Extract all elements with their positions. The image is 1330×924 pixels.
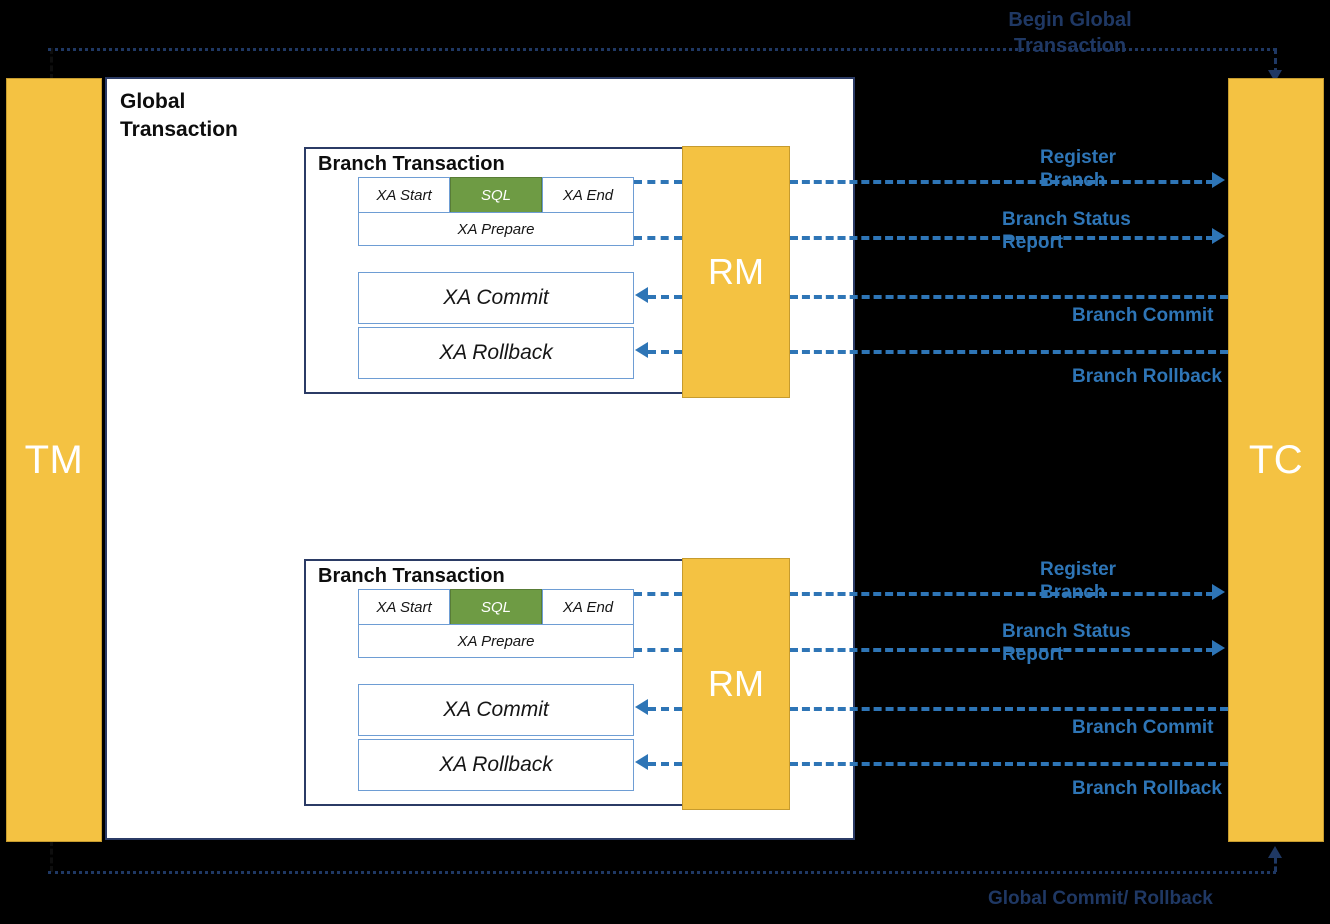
register-branch-label-2-line1: Register <box>1040 559 1117 580</box>
branch-status-label-2-line1: Branch Status <box>1002 621 1131 642</box>
sql-box-1[interactable]: SQL <box>450 177 542 213</box>
actor-label-rm-1: RM <box>708 251 764 292</box>
branch-status-connector-1a <box>634 236 682 240</box>
xa-prepare-box-1[interactable]: XA Prepare <box>358 212 634 246</box>
xa-phase-row-1: XA Start SQL XA End <box>358 177 634 213</box>
begin-global-transaction-label-line2: Transaction <box>1013 35 1127 57</box>
branch-rollback-arrowhead-1 <box>635 342 648 358</box>
branch-status-label-2-line2: Report <box>1002 643 1064 665</box>
branch-rollback-connector-1b <box>790 350 1228 354</box>
register-branch-connector-2a <box>634 592 682 596</box>
branch-status-connector-2a <box>634 648 682 652</box>
begin-global-transaction-label-line1: Begin Global <box>1008 9 1132 31</box>
tc-bottom-stem <box>1274 858 1277 872</box>
register-branch-connector-1b <box>790 180 1214 184</box>
branch-status-label-1-line2: Report <box>1002 231 1064 253</box>
register-branch-label-2-line2: Branch <box>1040 581 1106 603</box>
actor-label-rm-2: RM <box>708 663 764 704</box>
sql-box-2[interactable]: SQL <box>450 589 542 625</box>
tc-top-stem <box>1274 48 1277 74</box>
branch-commit-label-1: Branch Commit <box>1072 305 1214 326</box>
xa-commit-box-2[interactable]: XA Commit <box>358 684 634 736</box>
xa-end-box-1[interactable]: XA End <box>542 177 634 213</box>
branch-commit-connector-1b <box>790 295 1228 299</box>
begin-global-transaction-line <box>48 48 1276 51</box>
branch-commit-label-2: Branch Commit <box>1072 717 1214 738</box>
branch-transaction-panel-1: Branch Transaction XA Start SQL XA End X… <box>304 147 684 394</box>
actor-label-tc: TC <box>1248 437 1304 482</box>
register-branch-label-1-line2: Branch <box>1040 169 1106 191</box>
xa-start-box-2[interactable]: XA Start <box>358 589 450 625</box>
register-branch-connector-1a <box>634 180 682 184</box>
branch-rollback-label-1: Branch Rollback <box>1072 366 1222 387</box>
branch-commit-arrowhead-1 <box>635 287 648 303</box>
xa-start-box-1[interactable]: XA Start <box>358 177 450 213</box>
branch-commit-connector-1a <box>648 295 682 299</box>
register-branch-arrowhead-2 <box>1212 584 1225 600</box>
branch-status-label-1-line1: Branch Status <box>1002 209 1131 230</box>
global-commit-rollback-arrow <box>1268 846 1282 858</box>
actor-bar-rm-1[interactable]: RM <box>682 146 790 398</box>
actor-bar-tc[interactable]: TC <box>1228 78 1324 842</box>
branch-status-connector-1b <box>790 236 1214 240</box>
branch-transaction-title-2: Branch Transaction <box>318 565 505 587</box>
xa-commit-box-1[interactable]: XA Commit <box>358 272 634 324</box>
global-transaction-title: Global Transaction <box>120 88 320 145</box>
actor-bar-tm[interactable]: TM <box>6 78 102 842</box>
branch-commit-connector-2b <box>790 707 1228 711</box>
tm-top-stem <box>50 48 53 80</box>
actor-bar-rm-2[interactable]: RM <box>682 558 790 810</box>
global-commit-rollback-label: Global Commit/ Rollback <box>988 888 1213 909</box>
register-branch-connector-2b <box>790 592 1214 596</box>
branch-status-label-2: Branch Status Report <box>1002 621 1131 667</box>
global-transaction-title-line1: Global <box>120 90 186 113</box>
branch-rollback-label-2: Branch Rollback <box>1072 778 1222 799</box>
register-branch-label-2: Register Branch <box>1040 559 1116 605</box>
actor-label-tm: TM <box>24 437 84 482</box>
branch-rollback-connector-1a <box>648 350 682 354</box>
branch-status-arrowhead-1 <box>1212 228 1225 244</box>
xa-rollback-box-1[interactable]: XA Rollback <box>358 327 634 379</box>
xa-phase-row-2: XA Start SQL XA End <box>358 589 634 625</box>
branch-rollback-arrowhead-2 <box>635 754 648 770</box>
register-branch-arrowhead-1 <box>1212 172 1225 188</box>
branch-status-connector-2b <box>790 648 1214 652</box>
xa-rollback-box-2[interactable]: XA Rollback <box>358 739 634 791</box>
branch-commit-connector-2a <box>648 707 682 711</box>
branch-status-label-1: Branch Status Report <box>1002 209 1131 255</box>
global-transaction-title-line2: Transaction <box>120 118 238 142</box>
branch-commit-arrowhead-2 <box>635 699 648 715</box>
branch-rollback-connector-2b <box>790 762 1228 766</box>
branch-rollback-connector-2a <box>648 762 682 766</box>
register-branch-label-1-line1: Register <box>1040 147 1117 168</box>
xa-end-box-2[interactable]: XA End <box>542 589 634 625</box>
branch-transaction-title-1: Branch Transaction <box>318 153 505 175</box>
branch-transaction-panel-2: Branch Transaction XA Start SQL XA End X… <box>304 559 684 806</box>
xa-prepare-box-2[interactable]: XA Prepare <box>358 624 634 658</box>
branch-status-arrowhead-2 <box>1212 640 1225 656</box>
register-branch-label-1: Register Branch <box>1040 147 1116 193</box>
global-commit-rollback-line <box>48 871 1276 874</box>
tm-bottom-stem <box>50 840 53 872</box>
